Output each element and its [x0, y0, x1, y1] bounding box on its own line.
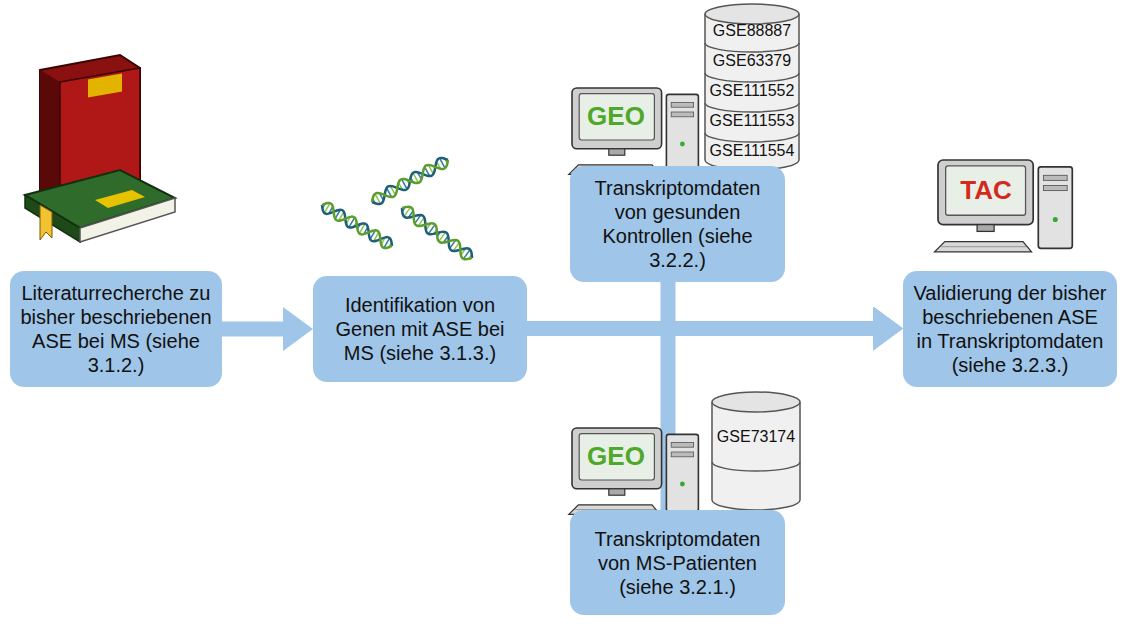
dna-strand [322, 203, 392, 248]
dna-strand [372, 158, 448, 204]
screen-label: TAC [960, 175, 1012, 206]
dataset-id: GSE111553 [710, 112, 795, 130]
dataset-id: GSE73174 [717, 428, 795, 446]
dna-strand [372, 160, 448, 202]
dataset-id: GSE111552 [710, 82, 795, 100]
screen-label: GEO [587, 101, 645, 132]
computer-icon [569, 88, 699, 174]
box-label: Literaturrecherche zu bisher beschrieben… [20, 281, 212, 377]
box-label: Identifikation von Genen mit ASE bei MS … [323, 293, 517, 365]
flow-arrow [222, 322, 283, 337]
book-icon [25, 55, 175, 242]
process-box: Identifikation von Genen mit ASE bei MS … [313, 276, 527, 382]
database-cylinder [705, 4, 799, 170]
process-box: Validierung der bisher beschriebenen ASE… [903, 271, 1117, 387]
dataset-id: GSE111554 [710, 142, 795, 160]
screen-label: GEO [587, 441, 645, 472]
box-label: Transkriptomdaten von gesunden Kontrolle… [580, 176, 775, 272]
computer-icon [569, 428, 699, 514]
database-cylinder [712, 392, 800, 510]
dataset-id: GSE88887 [713, 22, 791, 40]
dna-icon [322, 158, 472, 259]
computer-icon [935, 160, 1073, 252]
dataset-id: GSE63379 [713, 52, 791, 70]
box-label: Validierung der bisher beschriebenen ASE… [913, 281, 1107, 377]
box-label: Transkriptomdaten von MS-Patienten (sieh… [580, 527, 775, 599]
dna-strand [402, 207, 472, 260]
process-box: Literaturrecherche zu bisher beschrieben… [10, 271, 222, 387]
process-box: Transkriptomdaten von gesunden Kontrolle… [570, 166, 785, 282]
process-box: Transkriptomdaten von MS-Patienten (sieh… [570, 510, 785, 615]
